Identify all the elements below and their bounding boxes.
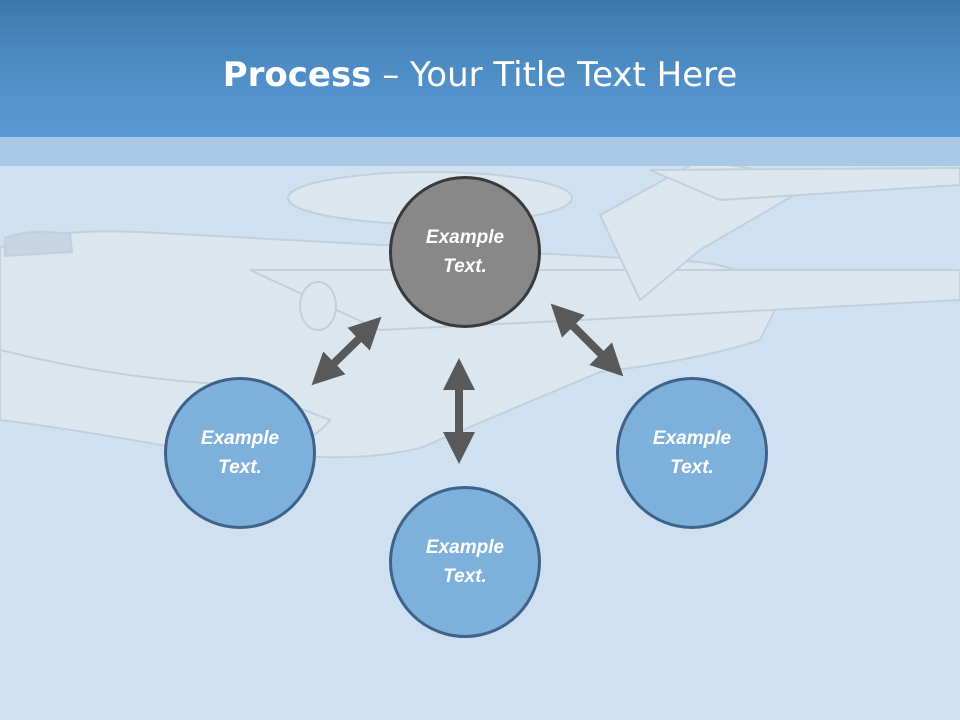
title-text: – Your Title Text Here [371,55,738,95]
right-circle: Example Text. [616,377,768,529]
bottom-circle-label: Example Text. [425,537,505,587]
header-bar [0,0,960,137]
title-bold: Process [222,55,372,95]
left-circle-label: Example Text. [200,428,280,478]
right-circle-label: Example Text. [652,428,732,478]
center-circle: Example Text. [389,176,541,328]
left-circle: Example Text. [164,377,316,529]
bottom-circle: Example Text. [389,486,541,638]
page-title: Process – Your Title Text Here [0,52,960,98]
header-band [0,137,960,166]
center-circle-label: Example Text. [425,227,505,277]
